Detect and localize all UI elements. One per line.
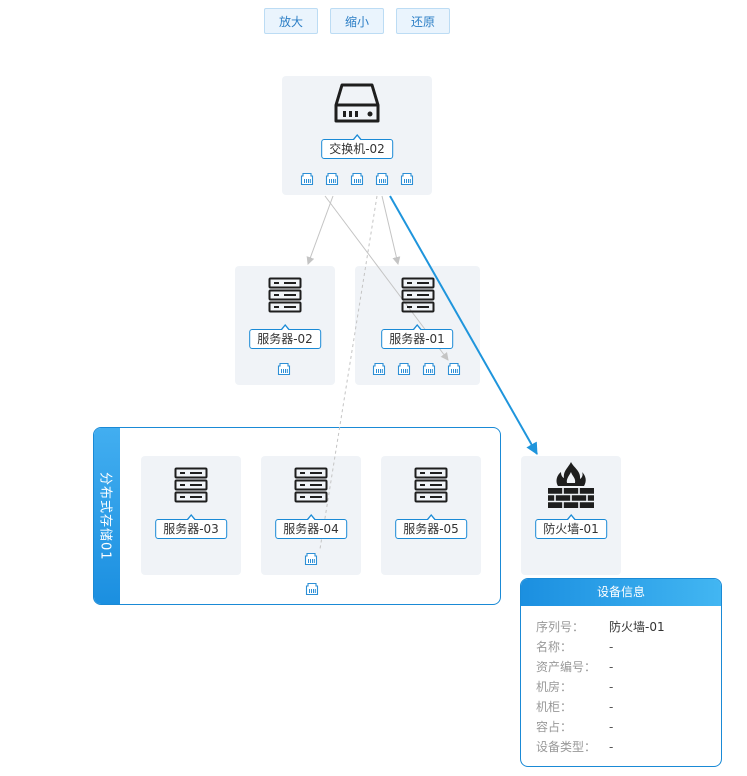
info-key: 机柜： [536, 700, 573, 714]
zoom-out-button[interactable]: 缩小 [330, 8, 384, 34]
link-switch-firewall [389, 195, 538, 455]
info-key: 设备类型： [536, 740, 597, 754]
port-icon[interactable] [277, 362, 291, 376]
storage-group-title: 分布式存储01 [94, 428, 120, 604]
info-value: - [609, 680, 614, 694]
node-label-server-01[interactable]: 服务器-01 [381, 324, 453, 349]
device-info-title: 设备信息 [521, 579, 721, 606]
switch-icon [334, 83, 380, 123]
info-key: 序列号： [536, 620, 585, 634]
port-icon[interactable] [350, 172, 364, 186]
port-icon[interactable] [400, 172, 414, 186]
info-key: 容占： [536, 720, 573, 734]
info-value: - [609, 720, 614, 734]
info-value: - [609, 640, 614, 654]
server-icon [268, 277, 302, 313]
info-key: 名称： [536, 640, 573, 654]
port-icon[interactable] [422, 362, 436, 376]
link-switch-server01 [381, 195, 401, 265]
info-key: 资产编号： [536, 660, 597, 674]
node-label-switch-02[interactable]: 交换机-02 [321, 134, 393, 159]
port-icon[interactable] [300, 172, 314, 186]
zoom-in-button[interactable]: 放大 [264, 8, 318, 34]
device-info-panel: 设备信息 序列号： 防火墙-01 名称： - 资产编号： - 机房： - 机柜：… [520, 578, 722, 767]
server-icon [414, 467, 448, 503]
port-icon[interactable] [325, 172, 339, 186]
node-label-firewall-01[interactable]: 防火墙-01 [535, 514, 607, 539]
node-label-server-04[interactable]: 服务器-04 [275, 514, 347, 539]
info-value: 防火墙-01 [609, 620, 665, 634]
server-icon [401, 277, 435, 313]
node-label-server-03[interactable]: 服务器-03 [155, 514, 227, 539]
info-value: - [609, 660, 614, 674]
port-icon[interactable] [397, 362, 411, 376]
group-port-icon[interactable] [305, 582, 319, 596]
reset-button[interactable]: 还原 [396, 8, 450, 34]
firewall-icon [548, 462, 594, 508]
storage-group[interactable]: 分布式存储01 [93, 427, 501, 605]
node-label-server-05[interactable]: 服务器-05 [395, 514, 467, 539]
link-switch-server02 [306, 195, 334, 265]
info-value: - [609, 700, 614, 714]
info-value: - [609, 740, 614, 754]
port-icon[interactable] [447, 362, 461, 376]
node-label-server-02[interactable]: 服务器-02 [249, 324, 321, 349]
info-key: 机房： [536, 680, 573, 694]
server-icon [294, 467, 328, 503]
link-switch-server04-dashed [319, 195, 378, 550]
port-icon[interactable] [304, 552, 318, 566]
port-icon[interactable] [375, 172, 389, 186]
port-icon[interactable] [372, 362, 386, 376]
server-icon [174, 467, 208, 503]
